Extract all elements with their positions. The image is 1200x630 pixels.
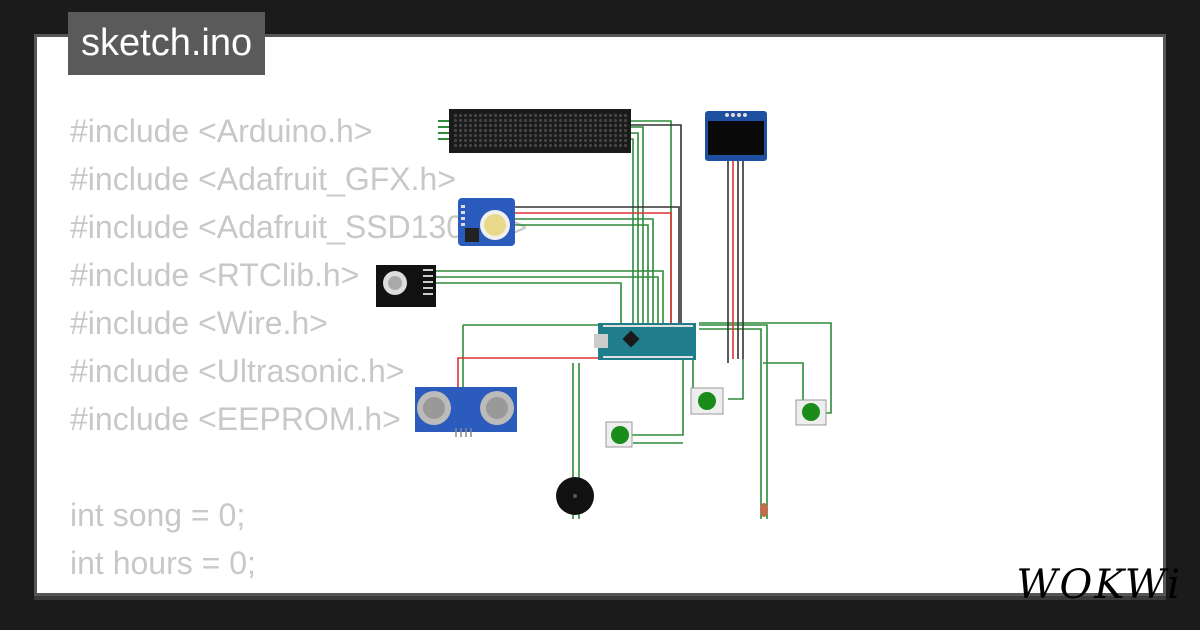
sketch-title: sketch.ino (68, 12, 266, 75)
buzzer-icon (556, 477, 594, 515)
ultrasonic-icon (415, 387, 517, 437)
code-line: #include <RTClib.h> (70, 257, 360, 293)
wires-black (515, 124, 744, 363)
oled-icon (705, 111, 767, 161)
wokwi-logo: WOKWi (1016, 562, 1182, 608)
wires-green (433, 120, 832, 519)
led-icon (760, 503, 768, 517)
pushbutton-icon[interactable] (690, 387, 724, 415)
pushbutton-icon[interactable] (795, 399, 827, 426)
code-line: int song = 0; (70, 497, 246, 533)
preview-card: #include <Arduino.h> #include <Adafruit_G… (34, 34, 1166, 596)
card-shadow (34, 596, 1166, 600)
code-line: #include <Ultrasonic.h> (70, 353, 405, 389)
code-line: #include <Arduino.h> (70, 113, 373, 149)
encoder-icon (376, 265, 436, 307)
code-line: #include <EEPROM.h> (70, 401, 401, 437)
code-line: #include <Adafruit_GFX.h> (70, 161, 457, 197)
led-matrix-icon (438, 109, 631, 153)
pushbutton-icon[interactable] (605, 421, 633, 448)
wires-red (457, 161, 734, 388)
circuit-diagram (376, 109, 832, 519)
code-line: #include <Wire.h> (70, 305, 328, 341)
arduino-nano-icon (594, 323, 696, 360)
code-line: int hours = 0; (70, 545, 256, 581)
rtc-icon (458, 198, 515, 246)
